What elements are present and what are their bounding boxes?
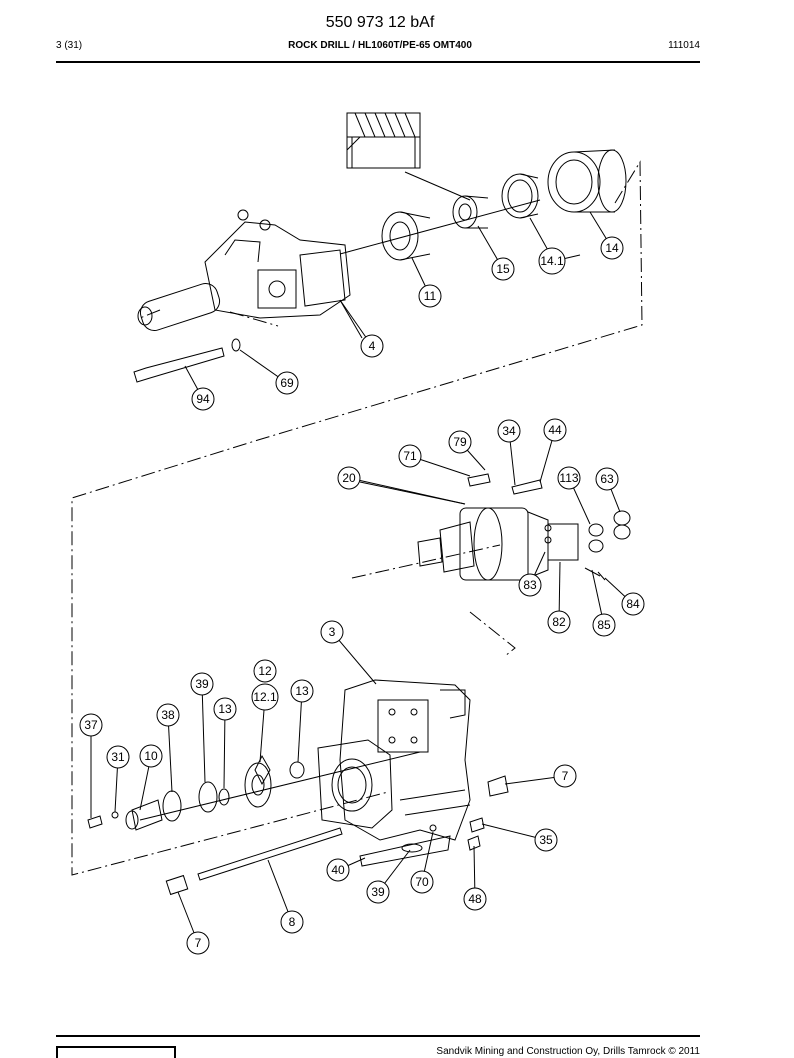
callout-12: 12 <box>253 659 277 683</box>
callout-4: 4 <box>360 334 384 358</box>
callout-label: 39 <box>195 677 209 691</box>
callout-10: 10 <box>139 744 163 768</box>
cradle-housing <box>317 679 471 841</box>
callout-8: 8 <box>280 910 304 934</box>
callout-12.1: 12.1 <box>251 683 279 711</box>
callout-label: 63 <box>600 472 614 486</box>
callout-label: 113 <box>559 471 578 485</box>
callout-label: 31 <box>111 750 125 764</box>
shank-parts <box>339 149 627 261</box>
callout-13: 13 <box>213 697 237 721</box>
callout-11: 11 <box>418 284 442 308</box>
callout-94: 94 <box>191 387 215 411</box>
lower-shaft-parts <box>87 751 509 896</box>
sandvik-logo <box>56 1046 176 1058</box>
callout-label: 8 <box>289 915 296 929</box>
bolt-94 <box>133 338 241 383</box>
callout-39: 39 <box>366 880 390 904</box>
callout-label: 13 <box>295 684 309 698</box>
callout-label: 94 <box>196 392 210 406</box>
callout-label: 82 <box>552 615 566 629</box>
callout-14: 14 <box>600 236 624 260</box>
callout-label: 40 <box>331 863 345 877</box>
callout-label: 4 <box>369 339 376 353</box>
callout-label: 48 <box>468 892 482 906</box>
callout-label: 83 <box>523 578 537 592</box>
callout-label: 69 <box>280 376 294 390</box>
callout-label: 79 <box>453 435 467 449</box>
callout-63: 63 <box>595 467 619 491</box>
callout-label: 34 <box>502 424 516 438</box>
callout-44: 44 <box>543 418 567 442</box>
callout-71: 71 <box>398 444 422 468</box>
page-title: ROCK DRILL / HL1060T/PE-65 OMT400 <box>288 40 472 51</box>
callout-31: 31 <box>106 745 130 769</box>
callout-79: 79 <box>448 430 472 454</box>
callout-label: 14 <box>605 241 619 255</box>
callout-39: 39 <box>190 672 214 696</box>
callout-70: 70 <box>410 870 434 894</box>
callout-35: 35 <box>534 828 558 852</box>
callout-label: 11 <box>424 289 437 303</box>
callout-label: 12 <box>258 664 272 678</box>
callout-label: 84 <box>626 597 640 611</box>
callout-label: 38 <box>161 708 175 722</box>
callout-label: 39 <box>371 885 385 899</box>
callout-113: 113 <box>557 466 581 490</box>
rock-drill-body <box>137 209 363 339</box>
callout-34: 34 <box>497 419 521 443</box>
callout-label: 71 <box>403 449 417 463</box>
callout-48: 48 <box>463 887 487 911</box>
callout-85: 85 <box>592 613 616 637</box>
footer-rule <box>56 1035 700 1037</box>
document-number: 550 973 12 bAf <box>325 14 435 31</box>
callout-label: 44 <box>548 423 562 437</box>
callout-40: 40 <box>326 858 350 882</box>
callout-label: 70 <box>415 875 429 889</box>
callout-7: 7 <box>186 931 210 955</box>
callout-83: 83 <box>518 573 542 597</box>
callout-label: 37 <box>84 718 98 732</box>
callout-label: 7 <box>195 936 202 950</box>
callout-82: 82 <box>547 610 571 634</box>
callout-15: 15 <box>491 257 515 281</box>
callout-label: 13 <box>218 702 232 716</box>
callout-7: 7 <box>553 764 577 788</box>
callout-84: 84 <box>621 592 645 616</box>
callout-label: 3 <box>329 625 336 639</box>
callout-label: 15 <box>496 262 510 276</box>
callout-label: 10 <box>144 749 158 763</box>
document-code: 111014 <box>668 40 700 51</box>
callout-69: 69 <box>275 371 299 395</box>
footer-copyright: Sandvik Mining and Construction Oy, Dril… <box>436 1046 700 1057</box>
callout-label: 35 <box>539 833 553 847</box>
assembly-tool <box>346 112 471 201</box>
page-number: 3 (31) <box>56 40 83 51</box>
header-rule <box>56 61 700 63</box>
callout-label: 12.1 <box>253 690 277 704</box>
callout-38: 38 <box>156 703 180 727</box>
callout-label: 14.1 <box>540 254 564 268</box>
callout-20: 20 <box>337 466 361 490</box>
callout-label: 85 <box>597 618 611 632</box>
callout-13: 13 <box>290 679 314 703</box>
callout-14.1: 14.1 <box>538 247 566 275</box>
callout-label: 7 <box>562 769 569 783</box>
callout-37: 37 <box>79 713 103 737</box>
callout-3: 3 <box>320 620 344 644</box>
motor-assembly <box>359 473 631 581</box>
callout-label: 20 <box>342 471 356 485</box>
